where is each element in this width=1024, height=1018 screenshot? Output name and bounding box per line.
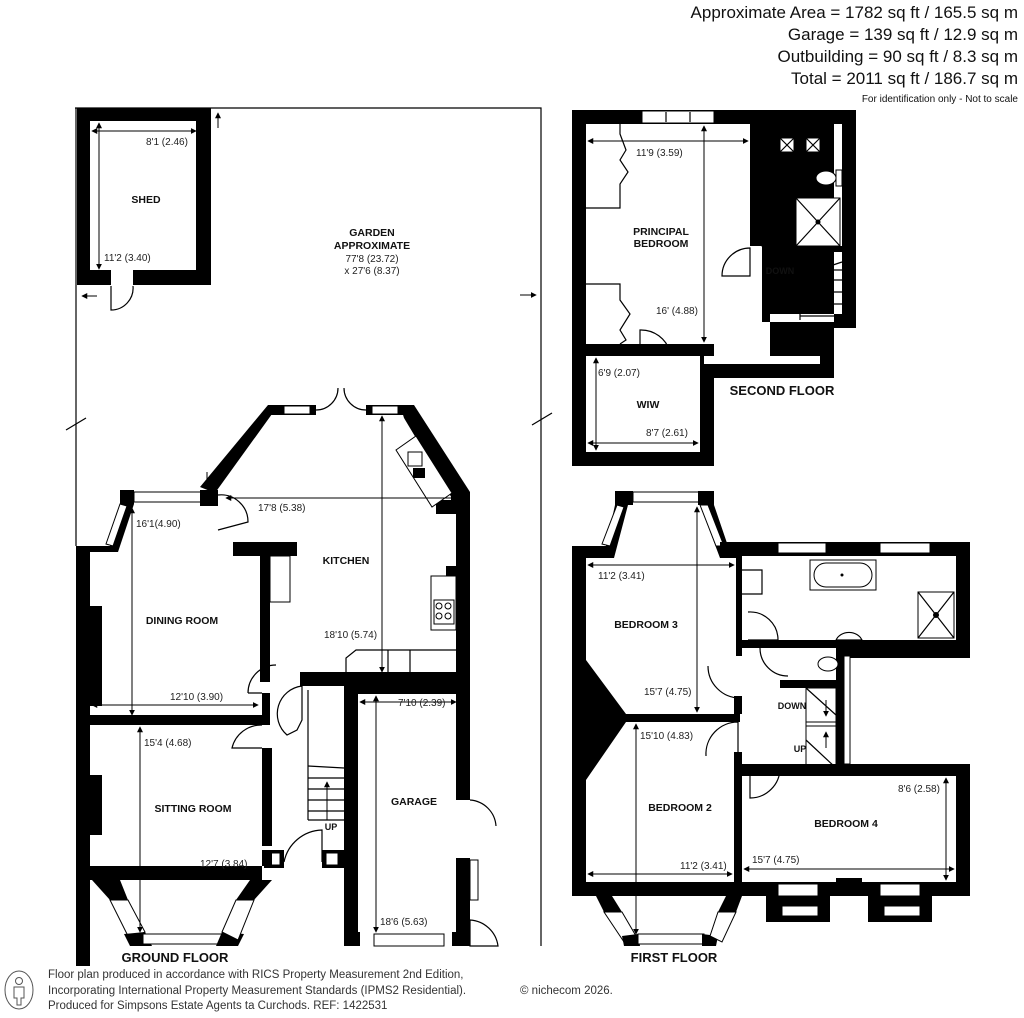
garage-area: Garage = 139 sq ft / 12.9 sq m: [787, 25, 1018, 44]
principal-bedroom-width: 11'9 (3.59): [636, 148, 683, 159]
copyright: © nichecom 2026.: [520, 985, 613, 997]
dining-room-width: 12'10 (3.90): [170, 692, 223, 703]
footer-line-2: Incorporating International Property Mea…: [48, 984, 467, 997]
sitting-room-width: 12'7 (3.84): [200, 859, 248, 870]
principal-bedroom-length: 16' (4.88): [656, 306, 698, 317]
bedroom-4-width: 15'7 (4.75): [752, 855, 800, 866]
stairs-up-label-first: UP: [794, 744, 807, 754]
stairs-up-label: UP: [325, 822, 338, 832]
total-area: Total = 2011 sq ft / 186.7 sq m: [791, 69, 1018, 88]
sitting-room-label: SITTING ROOM: [155, 803, 232, 815]
stairs-down-label-first: DOWN: [778, 701, 807, 711]
wiw-width: 8'7 (2.61): [646, 428, 688, 439]
kitchen-width: 17'8 (5.38): [258, 503, 306, 514]
scale-disclaimer: For identification only - Not to scale: [861, 94, 1018, 105]
person-logo-icon: [4, 970, 34, 1010]
area-summary: Approximate Area = 1782 sq ft / 165.5 sq…: [691, 2, 1018, 107]
bedroom-4-length: 8'6 (2.58): [898, 784, 940, 795]
second-floor-dimensions: [587, 125, 749, 451]
footer-line-1: Floor plan produced in accordance with R…: [48, 969, 464, 981]
garden-dim-1: 77'8 (23.72): [345, 254, 398, 265]
bedroom-3-label: BEDROOM 3: [614, 619, 678, 631]
dining-room-length: 16'1(4.90): [136, 519, 181, 530]
ground-floor-dimensions: [91, 415, 457, 933]
second-floor-label: SECOND FLOOR: [730, 383, 835, 398]
footer: Floor plan produced in accordance with R…: [0, 966, 700, 1018]
shed-length: 11'2 (3.40): [104, 253, 151, 264]
second-floor-walls: [572, 110, 856, 466]
principal-bedroom-label: PRINCIPAL: [633, 226, 689, 238]
garden-label-2: APPROXIMATE: [334, 240, 410, 252]
footer-text: Floor plan produced in accordance with R…: [48, 968, 466, 1015]
first-floor-label: FIRST FLOOR: [631, 950, 718, 965]
kitchen-label: KITCHEN: [323, 555, 370, 567]
wiw-label: WIW: [637, 399, 660, 411]
outbuilding-area: Outbuilding = 90 sq ft / 8.3 sq m: [777, 47, 1019, 66]
first-floor-dimensions: [587, 506, 955, 935]
principal-bedroom-label-2: BEDROOM: [634, 238, 689, 250]
bedroom-4-label: BEDROOM 4: [814, 818, 878, 830]
footer-line-3: Produced for Simpsons Estate Agents ta C…: [48, 1000, 388, 1012]
shed-width: 8'1 (2.46): [146, 137, 188, 148]
wiw-length: 6'9 (2.07): [598, 368, 640, 379]
bedroom-2-width: 11'2 (3.41): [680, 861, 727, 872]
garage-label: GARAGE: [391, 796, 437, 808]
garden-boundary: [65, 107, 553, 946]
ground-floor-label: GROUND FLOOR: [122, 950, 229, 965]
garden-label: GARDEN: [349, 227, 395, 239]
bedroom-3-width: 11'2 (3.41): [598, 571, 645, 582]
bedroom-3-length: 15'7 (4.75): [644, 687, 692, 698]
garden-dim-2: x 27'6 (8.37): [344, 266, 399, 277]
kitchen-length: 18'10 (5.74): [324, 630, 377, 641]
stairs-down-label-second: DOWN: [766, 266, 795, 276]
garage-length: 18'6 (5.63): [380, 917, 428, 928]
dining-room-label: DINING ROOM: [146, 615, 219, 627]
ground-floor-walls: [76, 387, 499, 966]
garage-width: 7'10 (2.39): [398, 698, 446, 709]
sitting-room-length: 15'4 (4.68): [144, 738, 192, 749]
shed: [77, 108, 211, 311]
first-floor-walls: [572, 491, 970, 946]
bedroom-2-label: BEDROOM 2: [648, 802, 712, 814]
approximate-area: Approximate Area = 1782 sq ft / 165.5 sq…: [690, 3, 1018, 22]
bedroom-2-length: 15'10 (4.83): [640, 731, 693, 742]
shed-label: SHED: [131, 194, 161, 206]
